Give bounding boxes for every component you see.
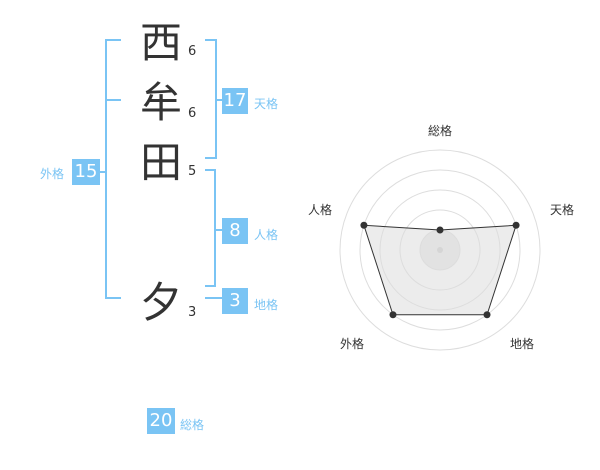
radar-axis-label-jinkaku: 人格: [308, 203, 333, 217]
jinkaku-value: 8: [222, 218, 248, 244]
radar-grid-ring: [359, 169, 521, 331]
radar-point-2: [512, 221, 520, 229]
radar-axis-label-soukaku: 総格: [428, 124, 453, 138]
radar-point-1: [436, 226, 444, 234]
gaikaku-label: 外格: [40, 167, 65, 181]
radar-axis-label-gaikaku: 外格: [340, 337, 365, 351]
gaikaku-value: 15: [72, 159, 100, 185]
stroke-count-4: 3: [188, 305, 197, 320]
tenkaku-label: 天格: [254, 97, 279, 111]
stroke-count-1: 6: [188, 44, 197, 59]
tenkaku-value: 17: [222, 88, 248, 114]
radar-point-5: [360, 221, 368, 229]
radar-grid-ring: [339, 149, 541, 351]
jinkaku-bracket: [205, 169, 216, 287]
radar-axis-label-tenkaku: 天格: [550, 203, 575, 217]
stroke-count-2: 6: [188, 106, 197, 121]
name-char-1: 西: [140, 18, 183, 67]
stroke-count-3: 5: [188, 164, 197, 179]
radar-point-4: [389, 311, 397, 319]
jinkaku-label: 人格: [254, 228, 279, 242]
name-char-3: 田: [140, 138, 183, 187]
chikaku-label: 地格: [254, 298, 279, 312]
name-char-4: 夕: [140, 278, 183, 327]
soukaku-value: 20: [147, 408, 175, 434]
radar-series-shape: [363, 224, 517, 316]
chikaku-value: 3: [222, 288, 248, 314]
radar-point-3: [483, 311, 491, 319]
radar-axis-label-chikaku: 地格: [510, 337, 535, 351]
gaikaku-bracket: [105, 39, 121, 299]
name-char-2: 牟: [140, 78, 183, 127]
soukaku-label: 総格: [180, 418, 205, 432]
